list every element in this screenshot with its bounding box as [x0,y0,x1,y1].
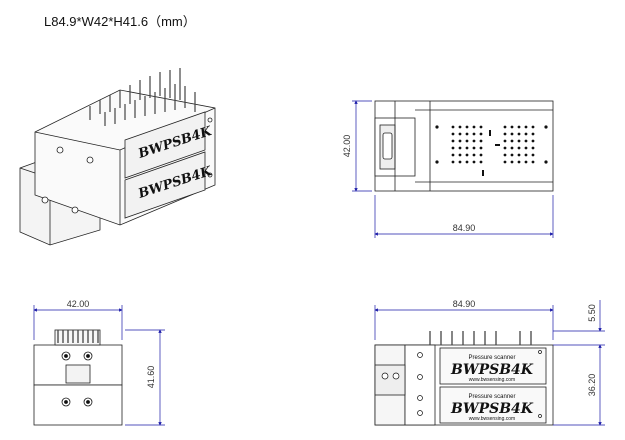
front-view-labels: Pressure scanner BWPSB4K www.bwsensing.c… [450,355,534,422]
isometric-pins [89,68,196,126]
left-view [33,329,123,426]
front-subtitle-bottom: Pressure scanner [468,394,515,400]
front-brand-bottom: BWPSB4K [450,401,534,417]
dim-top-height: 42.00 [342,135,352,158]
front-view-dimensions [374,300,605,426]
left-view-holes [61,351,93,407]
dim-left-width: 42.00 [67,299,90,309]
front-website-bottom: www.bwsensing.com [469,416,515,422]
front-brand-top: BWPSB4K [450,362,534,378]
left-view-dimensions [33,305,165,426]
isometric-view [19,68,216,246]
dim-front-length: 84.90 [453,299,476,309]
front-subtitle-top: Pressure scanner [468,355,515,361]
page-title: L84.9*W42*H41.6（mm） [44,14,196,29]
dim-left-height: 41.60 [146,366,156,389]
left-view-pins [57,330,99,343]
hole-grid-left [451,125,483,164]
top-view-holes [435,125,548,176]
dim-top-length: 84.90 [453,223,476,233]
top-view-dimensions [352,100,554,238]
dim-front-top: 5.50 [587,304,597,322]
dim-front-height: 36.20 [587,374,597,397]
front-view-holes [381,350,542,418]
hole-grid-right [503,125,535,164]
top-view [374,100,554,192]
front-website-top: www.bwsensing.com [469,377,515,383]
front-view-pins [429,331,532,345]
